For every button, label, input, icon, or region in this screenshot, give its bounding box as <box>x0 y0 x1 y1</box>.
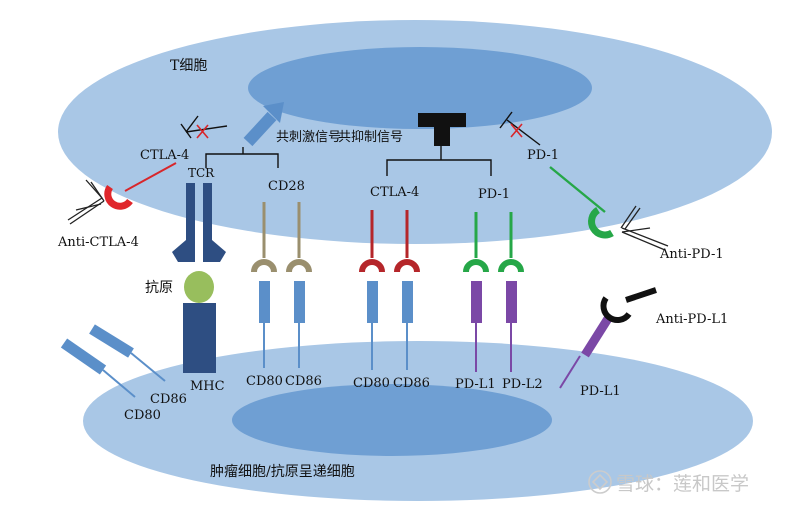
anti-ctla4-label: Anti-CTLA-4 <box>57 235 139 250</box>
ctla4-label: CTLA-4 <box>370 185 419 200</box>
cd86-label-b: CD86 <box>393 376 430 391</box>
ctla4-receptor-left <box>359 210 385 273</box>
pd1-blocked-label: PD-1 <box>527 148 559 163</box>
pdl1-label: PD-L1 <box>455 377 496 392</box>
pdl1-ligand <box>471 281 482 372</box>
tumor-cell-nucleus <box>232 384 552 456</box>
co-stimulatory-label: 共刺激信号 <box>276 130 341 145</box>
arrow-up-right-icon <box>243 102 284 147</box>
ctla4-receptor-right <box>394 210 420 273</box>
ctla4-stalk <box>124 162 177 192</box>
cd80-ligand <box>259 281 270 368</box>
pdl2-label: PD-L2 <box>502 377 543 392</box>
anti-pdl1-cup <box>600 296 632 323</box>
cd80-label-left: CD80 <box>124 408 161 423</box>
cd80-label-b: CD80 <box>353 376 390 391</box>
cd28-receptor-right <box>286 202 312 273</box>
t-cell-nucleus <box>248 47 592 129</box>
free-cd80-ligand <box>60 338 136 398</box>
ctla4-blocked-label: CTLA-4 <box>140 148 189 163</box>
tumor-cell-label: 肿瘤细胞/抗原呈递细胞 <box>210 463 355 480</box>
co-inhibitory-label: 共抑制信号 <box>338 130 403 145</box>
red-x-icon <box>510 123 523 138</box>
cd80-label-a: CD80 <box>246 374 283 389</box>
mhc-label: MHC <box>190 379 225 394</box>
pd1-stalk <box>549 166 606 213</box>
pdl1-right-label: PD-L1 <box>580 384 621 399</box>
cd80-ligand <box>367 281 378 370</box>
tcr-receptor <box>172 183 226 262</box>
pdl1-free-ligand <box>559 314 613 389</box>
y-shaped-antibody-icon <box>625 287 657 303</box>
ctla4-cup <box>104 184 133 210</box>
t-cell-label: T细胞 <box>170 58 207 74</box>
red-x-icon <box>196 124 209 139</box>
t-block-icon <box>418 113 466 146</box>
antigen-label: 抗原 <box>145 280 173 296</box>
y-shaped-antibody-icon <box>67 179 105 225</box>
anti-pdl1-label: Anti-PD-L1 <box>655 312 728 327</box>
cd86-label-a: CD86 <box>285 374 322 389</box>
ctla4-blocked-signal <box>180 115 228 139</box>
cd86-ligand <box>402 281 413 370</box>
t-cell-body <box>58 20 772 244</box>
co-inhibitory-bracket <box>386 146 492 176</box>
pd1-label: PD-1 <box>478 187 510 202</box>
pd1-receptor-left <box>463 212 489 273</box>
free-cd86-ligand <box>89 324 166 382</box>
tcr-label: TCR <box>188 166 215 180</box>
cd86-label-left: CD86 <box>150 392 187 407</box>
anti-pd1-label: Anti-PD-1 <box>659 247 724 262</box>
co-stimulatory-bracket <box>205 147 279 168</box>
cd28-label: CD28 <box>268 179 305 194</box>
pd1-blocked-signal <box>499 111 541 146</box>
pd1-cup <box>588 207 614 239</box>
snowball-icon <box>588 470 612 494</box>
antigen-blob <box>184 271 214 303</box>
pdl2-ligand <box>506 281 517 372</box>
y-shaped-antibody-icon <box>620 205 669 251</box>
cd86-ligand <box>294 281 305 368</box>
mhc-molecule <box>183 303 216 373</box>
pd1-receptor-right <box>498 212 524 273</box>
cd28-receptor-left <box>251 202 277 273</box>
watermark-text: 雪球：莲和医学 <box>616 473 749 495</box>
